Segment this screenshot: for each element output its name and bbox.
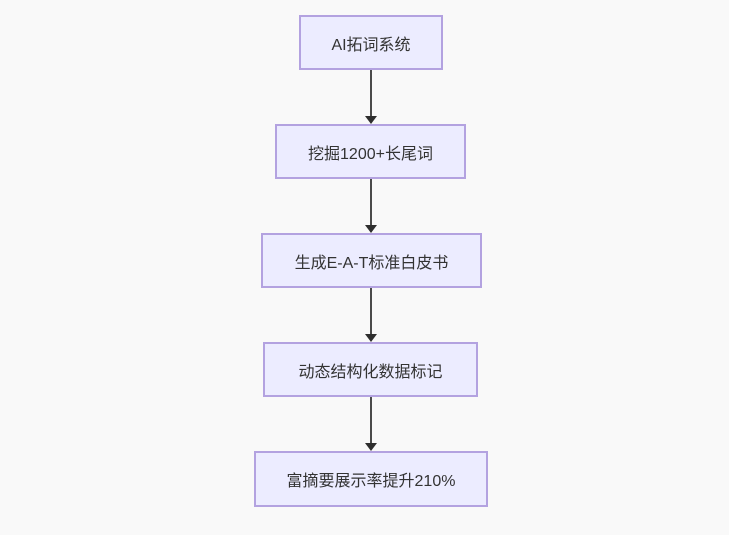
arrowhead-down-icon	[365, 334, 377, 342]
flow-node-longtail-mining: 挖掘1200+长尾词	[275, 124, 466, 179]
flow-node-label: 挖掘1200+长尾词	[308, 145, 433, 163]
arrowhead-down-icon	[365, 443, 377, 451]
arrow-line	[370, 179, 372, 226]
flow-arrow-down	[365, 179, 377, 233]
arrow-line	[370, 397, 372, 444]
flow-node-label: 富摘要展示率提升210%	[286, 473, 456, 490]
flow-arrow-down	[365, 288, 377, 342]
flow-arrow-down	[365, 70, 377, 124]
flow-node-rich-snippet-result: 富摘要展示率提升210%	[254, 451, 488, 507]
flow-node-structured-data: 动态结构化数据标记	[263, 342, 478, 397]
flow-node-label: AI拓词系统	[331, 36, 411, 54]
arrowhead-down-icon	[365, 225, 377, 233]
flow-node-eat-whitepaper: 生成E-A-T标准白皮书	[261, 233, 482, 288]
flow-arrow-down	[365, 397, 377, 451]
arrow-line	[370, 288, 372, 335]
arrow-line	[370, 70, 372, 117]
flow-node-ai-keyword-system: AI拓词系统	[299, 15, 443, 70]
flow-node-label: 动态结构化数据标记	[298, 363, 443, 381]
flow-node-label: 生成E-A-T标准白皮书	[294, 254, 449, 272]
arrowhead-down-icon	[365, 116, 377, 124]
